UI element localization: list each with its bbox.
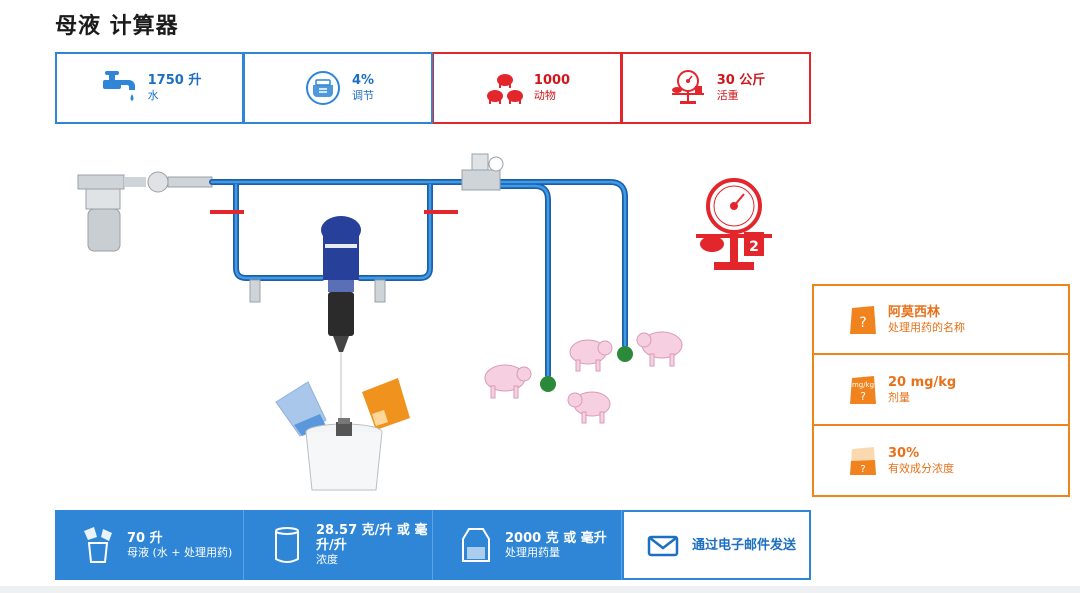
medication-name-card[interactable]: ? 阿莫西林 处理用药的名称	[812, 284, 1070, 355]
svg-text:?: ?	[860, 390, 866, 403]
mixing-bucket-icon	[84, 527, 112, 563]
faucet-icon	[98, 67, 140, 109]
medication-amount-card: 2000 克 或 毫升 处理用药量	[433, 510, 622, 580]
concentration-result-label: 浓度	[316, 553, 338, 566]
installation-diagram: 2	[0, 130, 800, 510]
input-summary-row: 1750 升 水 4% 调节	[55, 52, 811, 124]
live-weight-value: 30 公斤	[716, 73, 766, 88]
envelope-icon	[647, 535, 679, 557]
medicine-bag-icon: ?	[850, 305, 876, 334]
pigs-illustration	[484, 331, 683, 424]
beaker-icon	[275, 527, 299, 563]
animal-count-card[interactable]: 1000 动物	[433, 52, 622, 124]
dosing-rate-value: 4%	[351, 73, 375, 88]
medication-panel: ? 阿莫西林 处理用药的名称 mg/kg ? 20 mg/kg 剂量 ? 30%…	[812, 284, 1070, 497]
water-jug-icon	[275, 381, 327, 437]
svg-text:mg/kg: mg/kg	[852, 381, 874, 389]
page-bottom-edge	[0, 586, 1080, 593]
dosing-pump-icon	[321, 216, 361, 420]
concentration-result-card: 28.57 克/升 或 毫升/升 浓度	[244, 510, 433, 580]
dose-label: 剂量	[888, 390, 910, 404]
concentration-label: 有效成分浓度	[888, 461, 954, 475]
medicine-pour-icon	[362, 378, 410, 430]
weighing-scale-icon: 2	[696, 178, 772, 270]
concentration-result-value: 28.57 克/升 或 毫升/升	[316, 523, 428, 553]
stock-solution-card: 70 升 母液 (水 + 处理用药)	[55, 510, 244, 580]
send-email-button[interactable]: 通过电子邮件发送	[622, 510, 811, 580]
scale-weight-digit: 2	[749, 239, 759, 255]
dosing-rate-card[interactable]: 4% 调节	[244, 52, 433, 124]
live-weight-card[interactable]: 30 公斤 活重	[622, 52, 811, 124]
page-title: 母液 计算器	[55, 14, 179, 39]
concentration-value: 30%	[888, 445, 920, 461]
animal-count-label: 动物	[533, 89, 556, 102]
svg-text:?: ?	[860, 464, 865, 475]
dose-bag-icon: mg/kg ?	[850, 375, 876, 404]
pigs-icon	[484, 67, 526, 109]
animal-count-value: 1000	[533, 73, 571, 88]
medication-amount-label: 处理用药量	[505, 545, 560, 559]
container-icon	[462, 528, 490, 562]
stock-solution-label: 母液 (水 + 处理用药)	[127, 545, 233, 559]
concentration-bag-icon: ?	[850, 446, 876, 475]
scale-weight-icon	[667, 67, 709, 109]
water-volume-value: 1750 升	[147, 73, 202, 88]
medication-name-value: 阿莫西林	[888, 304, 941, 320]
dose-value: 20 mg/kg	[888, 374, 957, 390]
result-row: 70 升 母液 (水 + 处理用药) 28.57 克/升 或 毫升/升 浓度 2…	[55, 510, 811, 580]
water-volume-label: 水	[147, 89, 159, 102]
mixing-tank-icon	[305, 418, 383, 491]
concentration-card[interactable]: ? 30% 有效成分浓度	[812, 426, 1070, 497]
send-email-label: 通过电子邮件发送	[692, 537, 797, 553]
dosing-gauge-icon	[302, 67, 344, 109]
water-filter-icon	[77, 174, 125, 252]
medication-amount-value: 2000 克 或 毫升	[505, 530, 607, 546]
dosing-rate-label: 调节	[351, 89, 374, 102]
stock-solution-value: 70 升	[127, 530, 163, 546]
water-volume-card[interactable]: 1750 升 水	[55, 52, 244, 124]
medication-name-label: 处理用药的名称	[888, 320, 965, 334]
dose-card[interactable]: mg/kg ? 20 mg/kg 剂量	[812, 355, 1070, 426]
svg-text:?: ?	[859, 315, 866, 331]
live-weight-label: 活重	[716, 89, 739, 102]
